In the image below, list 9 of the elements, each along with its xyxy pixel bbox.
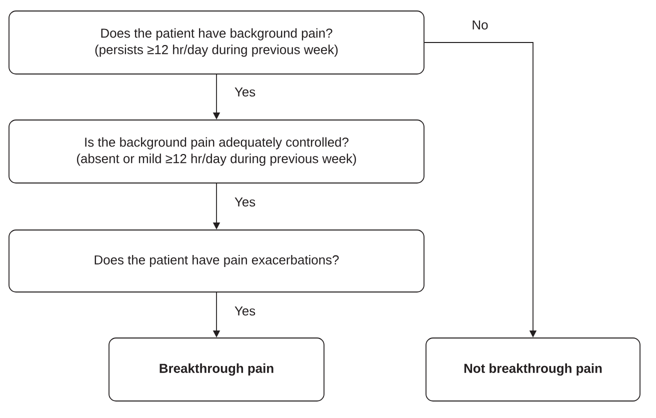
- outcome-box: Not breakthrough pain: [426, 338, 640, 402]
- decision-box: Does the patient have background pain? (persists ≥12 hr/day during previous week): [8, 10, 424, 74]
- decision-box: Does the patient have pain exacerbations?: [8, 230, 424, 292]
- edge-label: No: [470, 20, 490, 31]
- outcome-box: Breakthrough pain: [108, 338, 324, 402]
- edge-label: Yes: [233, 86, 257, 98]
- decision-box: Is the background pain adequately controlled? (absent or mild ≥12 hr/day during previous week): [8, 120, 424, 184]
- edge-label: Yes: [233, 306, 257, 317]
- edge-label: Yes: [233, 196, 257, 208]
